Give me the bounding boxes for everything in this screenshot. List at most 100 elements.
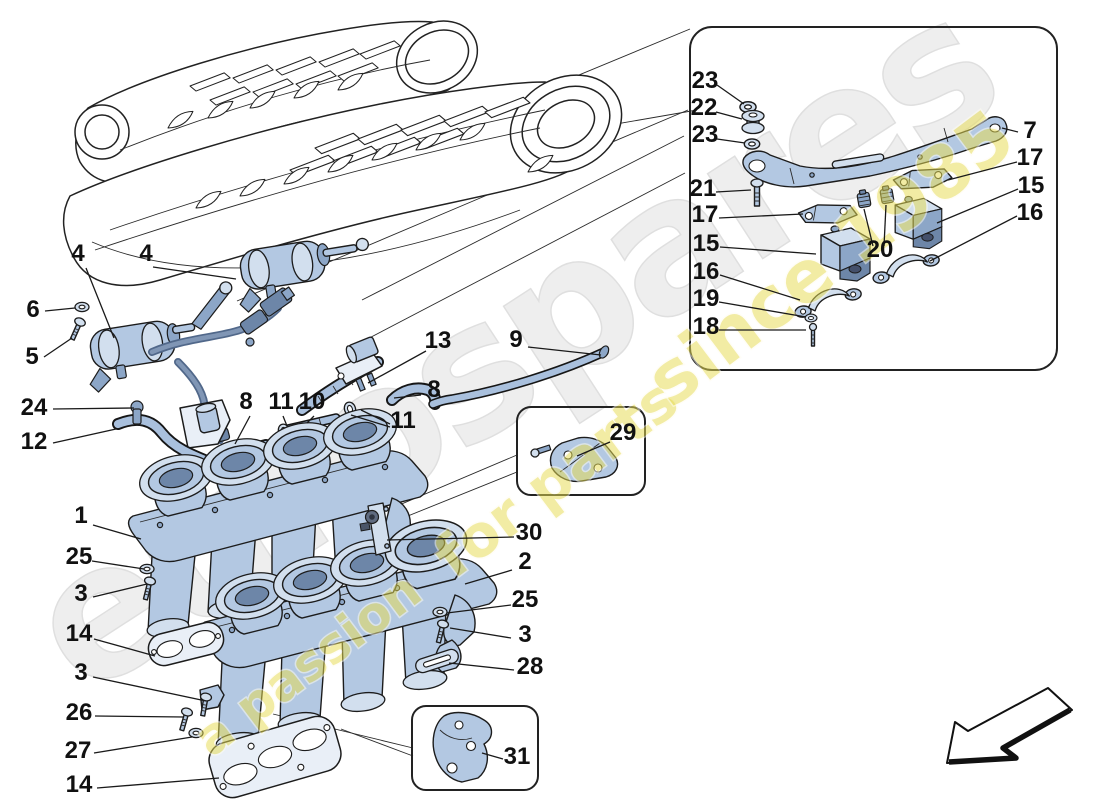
part-label-23: 23: [692, 67, 719, 94]
bolt-21: [750, 178, 764, 207]
bracket-31: [432, 711, 493, 783]
part-label-23: 23: [692, 121, 719, 148]
leader-line-1: [92, 524, 142, 540]
leader-line-4: [152, 266, 237, 280]
leader-line-27: [93, 736, 193, 754]
part-label-13: 13: [425, 327, 452, 354]
leader-line-20: [863, 208, 874, 247]
part-label-24: 24: [21, 394, 48, 421]
inset-box-29: [516, 406, 646, 496]
plenum-covers: [62, 20, 623, 287]
part-label-4: 4: [71, 240, 85, 267]
leader-line-11: [282, 415, 288, 427]
part-label-14: 14: [66, 620, 93, 647]
part-label-7: 7: [1023, 117, 1036, 144]
part-label-11: 11: [390, 407, 415, 434]
gasket-28-rail: [415, 648, 459, 674]
part-label-9: 9: [509, 326, 522, 353]
part-label-12: 12: [21, 428, 48, 455]
part-label-8: 8: [239, 388, 252, 415]
bracket-29: [530, 436, 619, 483]
leader-line-23: [716, 84, 745, 105]
part-label-3: 3: [518, 621, 531, 648]
leader-line-17: [947, 161, 1018, 181]
leader-line-8: [393, 394, 422, 399]
gasket-14-upper: [147, 621, 225, 667]
leader-line-5: [43, 337, 73, 358]
leader-line-25: [446, 604, 512, 614]
plenum-cover-rear: [74, 20, 479, 184]
leader-line-15: [936, 188, 1019, 224]
leader-line-7: [1001, 127, 1019, 133]
leader-line-25: [91, 560, 145, 570]
part-label-4: 4: [139, 240, 153, 267]
part-label-2: 2: [518, 548, 531, 575]
actuator-left: [81, 281, 233, 394]
washer-23b: [743, 138, 761, 150]
part-label-28: 28: [517, 653, 544, 680]
part-label-26: 26: [66, 699, 93, 726]
leader-line-4: [85, 267, 115, 339]
leader-line-30: [386, 536, 515, 541]
leader-line-20: [883, 204, 887, 247]
leader-line-31: [481, 752, 504, 760]
leader-line-16: [719, 274, 801, 301]
part-label-17: 17: [1017, 144, 1044, 171]
fasteners: [66, 301, 450, 739]
strap-bracket-7: [742, 116, 1008, 188]
leader-line-14: [96, 777, 220, 789]
part-label-11: 11: [268, 388, 293, 415]
part-label-16: 16: [693, 258, 720, 285]
part-label-14: 14: [66, 771, 93, 798]
part-label-5: 5: [25, 343, 38, 370]
inset-box-31: [411, 705, 539, 791]
leader-line-8: [234, 415, 251, 445]
leader-line-3: [92, 676, 207, 702]
part-label-1: 1: [74, 502, 87, 529]
part-label-22: 22: [691, 94, 718, 121]
part-label-19: 19: [693, 285, 720, 312]
gasket-14-lower: [208, 715, 342, 799]
leader-line-6: [44, 307, 76, 312]
leader-line-10: [306, 415, 315, 424]
part-label-25: 25: [512, 586, 539, 613]
part-label-16: 16: [1017, 199, 1044, 226]
part-label-21: 21: [690, 175, 717, 202]
leader-line-13: [367, 350, 427, 384]
actuators: [81, 237, 370, 394]
part-label-30: 30: [516, 519, 543, 546]
part-label-3: 3: [74, 580, 87, 607]
part-label-18: 18: [693, 313, 720, 340]
part-label-17: 17: [692, 201, 719, 228]
part-label-15: 15: [693, 230, 720, 257]
screw-18: [808, 322, 818, 347]
part-label-10: 10: [299, 388, 326, 415]
plenum-cover-front: [62, 74, 623, 287]
part-label-25: 25: [66, 543, 93, 570]
part-label-3: 3: [74, 659, 87, 686]
part-label-29: 29: [610, 419, 637, 446]
part-label-15: 15: [1018, 172, 1045, 199]
leader-line-28: [448, 662, 515, 671]
leader-line-11: [360, 409, 391, 425]
actuator-right: [231, 237, 370, 314]
direction-arrow-icon: [946, 687, 1073, 765]
wiring-harness: [148, 286, 296, 449]
leader-line-23: [716, 138, 746, 144]
solenoid-valve: [335, 336, 383, 392]
part-label-31: 31: [504, 743, 531, 770]
leader-line-14: [93, 638, 156, 657]
leader-line-3: [92, 583, 148, 598]
leader-line-21: [715, 189, 752, 193]
leader-line-29: [576, 441, 611, 457]
inset-box-brackets: [689, 26, 1058, 371]
part-label-6: 6: [26, 296, 39, 323]
leader-line-26: [94, 715, 185, 718]
leader-line-22: [715, 111, 743, 120]
leader-line-2: [464, 569, 513, 585]
leader-line-17: [718, 213, 804, 219]
leader-line-9: [527, 346, 602, 356]
part-label-27: 27: [65, 737, 92, 764]
leader-line-16: [929, 215, 1018, 262]
